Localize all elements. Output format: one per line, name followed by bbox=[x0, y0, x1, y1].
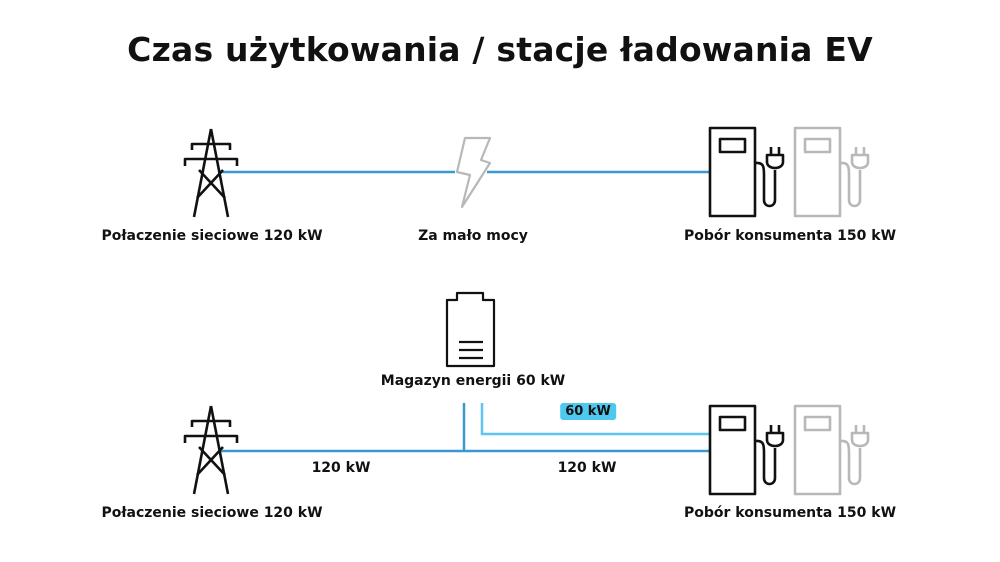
lightning-bolt-icon bbox=[455, 136, 492, 209]
page-title: Czas użytkowania / stacje ładowania EV bbox=[127, 30, 873, 69]
ev-charger-icon-inactive bbox=[793, 404, 870, 496]
consumer-demand-label: Pobór konsumenta 150 kW bbox=[683, 228, 897, 244]
power-tower-icon bbox=[183, 128, 239, 218]
consumer-demand-label: Pobór konsumenta 150 kW bbox=[683, 505, 897, 521]
energy-storage-label: Magazyn energii 60 kW bbox=[380, 373, 566, 389]
grid-connection-label: Połaczenie sieciowe 120 kW bbox=[101, 505, 323, 521]
storage-discharge-line bbox=[480, 403, 710, 436]
power-tower-icon bbox=[183, 405, 239, 495]
storage-flow-badge: 60 kW bbox=[560, 403, 616, 420]
grid-connection-label: Połaczenie sieciowe 120 kW bbox=[101, 228, 323, 244]
ev-charger-icon bbox=[708, 126, 785, 218]
ev-charger-icon-inactive bbox=[793, 126, 870, 218]
battery-icon bbox=[445, 291, 496, 368]
insufficient-power-label: Za mało mocy bbox=[418, 228, 528, 244]
grid-flow-left-label: 120 kW bbox=[311, 460, 371, 476]
grid-flow-right-label: 120 kW bbox=[557, 460, 617, 476]
ev-charger-icon bbox=[708, 404, 785, 496]
